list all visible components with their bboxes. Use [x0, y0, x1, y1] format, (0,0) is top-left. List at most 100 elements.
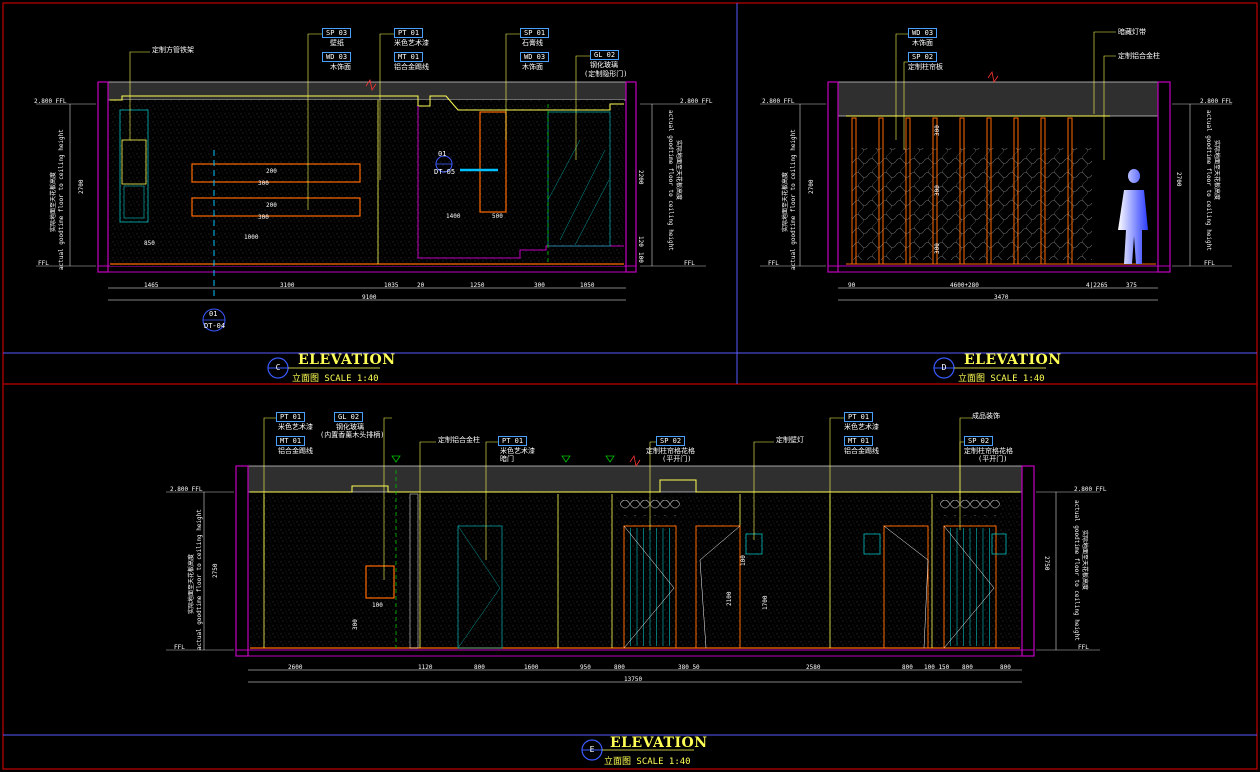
level-top-d-right: 2.800 FFL — [1200, 98, 1233, 105]
glass-door — [547, 111, 611, 247]
door-swing-line — [943, 525, 995, 649]
tag-c-5: SP 01 — [520, 28, 550, 38]
tag-e-5: SP 02 — [656, 436, 686, 446]
inner-dim-e-5: 100 — [740, 555, 747, 566]
section-ref-c: DT-04 — [204, 322, 226, 330]
vertical-note-d-right: 实际地面至天花板高度 — [1213, 140, 1220, 201]
wall-texture — [110, 100, 624, 266]
bottom-dim-e-7: 380 50 — [678, 664, 700, 671]
shelf-upper — [191, 163, 361, 183]
inner-dim-c-7: 850 — [144, 240, 155, 247]
right-dim-c-3: 100 — [637, 252, 644, 263]
vertical-note-en-e-right: actual goodtime floor to ceiling height — [1073, 500, 1080, 641]
tag-e-4: PT 01 — [498, 436, 528, 446]
vertical-note-en-c: actual goodtime floor to ceiling height — [58, 129, 65, 270]
bottom-dim-d-1: 90 — [848, 282, 856, 289]
panel-title-c: ELEVATION — [298, 352, 396, 368]
tag-c-1: SP 03 — [322, 28, 352, 38]
level-bottom-d-right: FFL — [1204, 260, 1215, 267]
panel-code-e: E — [589, 745, 595, 754]
vertical-note-e-right: 实际地面至天花板高度 — [1081, 530, 1088, 591]
bottom-dim-e-3: 800 — [474, 664, 485, 671]
bottom-dim-d-3: 4|2265 — [1086, 282, 1108, 289]
tag-e-8-desc2: (平开门) — [978, 455, 1008, 463]
panel-subtitle-d: 立面图 SCALE 1:40 — [958, 374, 1045, 384]
elevation-d — [760, 31, 1232, 379]
tag-e-2-desc: 铝合金踢线 — [278, 447, 313, 455]
bottom-dim-e-1: 2600 — [288, 664, 303, 671]
inner-dim-e-1: 100 — [372, 602, 383, 609]
panel-title-e: ELEVATION — [610, 735, 708, 751]
level-top-c-left: 2.800 FFL — [34, 98, 67, 105]
tag-d-1-desc: 木饰面 — [912, 39, 933, 47]
bottom-dim-c-6: 300 — [534, 282, 545, 289]
total-dim-d: 3470 — [994, 294, 1009, 301]
level-top-e-right: 2.800 FFL — [1074, 486, 1107, 493]
level-top-c-right: 2.800 FFL — [680, 98, 713, 105]
panel-code-d: D — [941, 363, 947, 372]
tag-c-7-desc2: (定制隐形门) — [584, 70, 628, 78]
note-steel-frame: 定制方管铁架 — [152, 46, 194, 54]
inner-dim-c-5: 200 — [266, 202, 277, 209]
tag-c-4: MT 01 — [394, 52, 424, 62]
bottom-dim-e-2: 1120 — [418, 664, 433, 671]
total-dim-c: 9100 — [362, 294, 377, 301]
bottom-dim-e-10: 100 150 — [924, 664, 950, 671]
tag-e-1-desc: 米色艺术漆 — [278, 423, 313, 431]
tag-c-2: WD 03 — [322, 52, 352, 62]
inner-dim-c-4: 300 — [258, 180, 269, 187]
tag-c-7: GL 02 — [590, 50, 620, 60]
inner-dim-d-2: 300 — [934, 185, 941, 196]
vertical-note-en-d-right: actual goodtime floor to ceiling height — [1205, 110, 1212, 251]
inner-dim-d-1: 300 — [934, 125, 941, 136]
total-dim-e: 13750 — [624, 676, 643, 683]
tag-e-8-desc: 定制柱帘格花格 — [964, 447, 1013, 455]
pattern-screen — [852, 148, 1092, 260]
level-bottom-e-right: FFL — [1078, 644, 1089, 651]
level-bottom-c-left: FFL — [38, 260, 49, 267]
inner-dim-c-2: 500 — [492, 213, 503, 220]
bottom-dim-c-7: 1050 — [580, 282, 595, 289]
bottom-dim-c-2: 3100 — [280, 282, 295, 289]
vertical-note-e: 实际地面至天花板高度 — [188, 553, 195, 614]
tag-c-2-desc: 木饰面 — [330, 63, 351, 71]
bottom-dim-d-4: 375 — [1126, 282, 1137, 289]
height-dim-e-left: 2750 — [212, 563, 219, 578]
inner-dim-e-2: 300 — [352, 619, 359, 630]
detail-num-c: 01 — [438, 150, 447, 158]
note-e-2: 定制壁灯 — [776, 436, 804, 444]
tag-e-3: GL 02 — [334, 412, 364, 422]
tag-e-2: MT 01 — [276, 436, 306, 446]
inner-dim-e-4: 1700 — [762, 595, 769, 610]
bottom-dim-e-12: 800 — [1000, 664, 1011, 671]
bottom-dim-c-5: 1250 — [470, 282, 485, 289]
niche-frame — [479, 111, 507, 213]
grille-door-2 — [943, 525, 997, 649]
tag-d-1: WD 03 — [908, 28, 938, 38]
hidden-door — [457, 525, 503, 649]
level-bottom-e-left: FFL — [174, 644, 185, 651]
bottom-dim-e-9: 800 — [902, 664, 913, 671]
inner-dim-e-3: 2100 — [726, 591, 733, 606]
door-swing-line — [623, 525, 675, 649]
bottom-dim-e-4: 1600 — [524, 664, 539, 671]
bottom-dim-e-8: 2580 — [806, 664, 821, 671]
right-wall — [625, 81, 637, 273]
vertical-note-en-c-right: actual goodtime floor to ceiling height — [667, 110, 674, 251]
level-bottom-d-left: FFL — [768, 260, 779, 267]
shelf-lower — [191, 197, 361, 217]
height-dim-e-right: 2750 — [1043, 556, 1050, 571]
tag-e-3-desc2: (内置香薰木头排柄) — [320, 431, 385, 439]
tag-e-7-desc: 铝合金踢线 — [844, 447, 879, 455]
right-dim-c-1: 2200 — [637, 170, 644, 185]
inner-dim-c-1: 1400 — [446, 213, 461, 220]
height-dim-d-right: 2700 — [1175, 172, 1182, 187]
tag-c-6: WD 03 — [520, 52, 550, 62]
bottom-dim-c-3: 1035 — [384, 282, 399, 289]
tag-c-1-desc: 壁纸 — [330, 39, 344, 47]
tag-e-6: PT 01 — [844, 412, 874, 422]
inner-dim-c-6: 300 — [258, 214, 269, 221]
elevation-e — [166, 417, 1100, 761]
